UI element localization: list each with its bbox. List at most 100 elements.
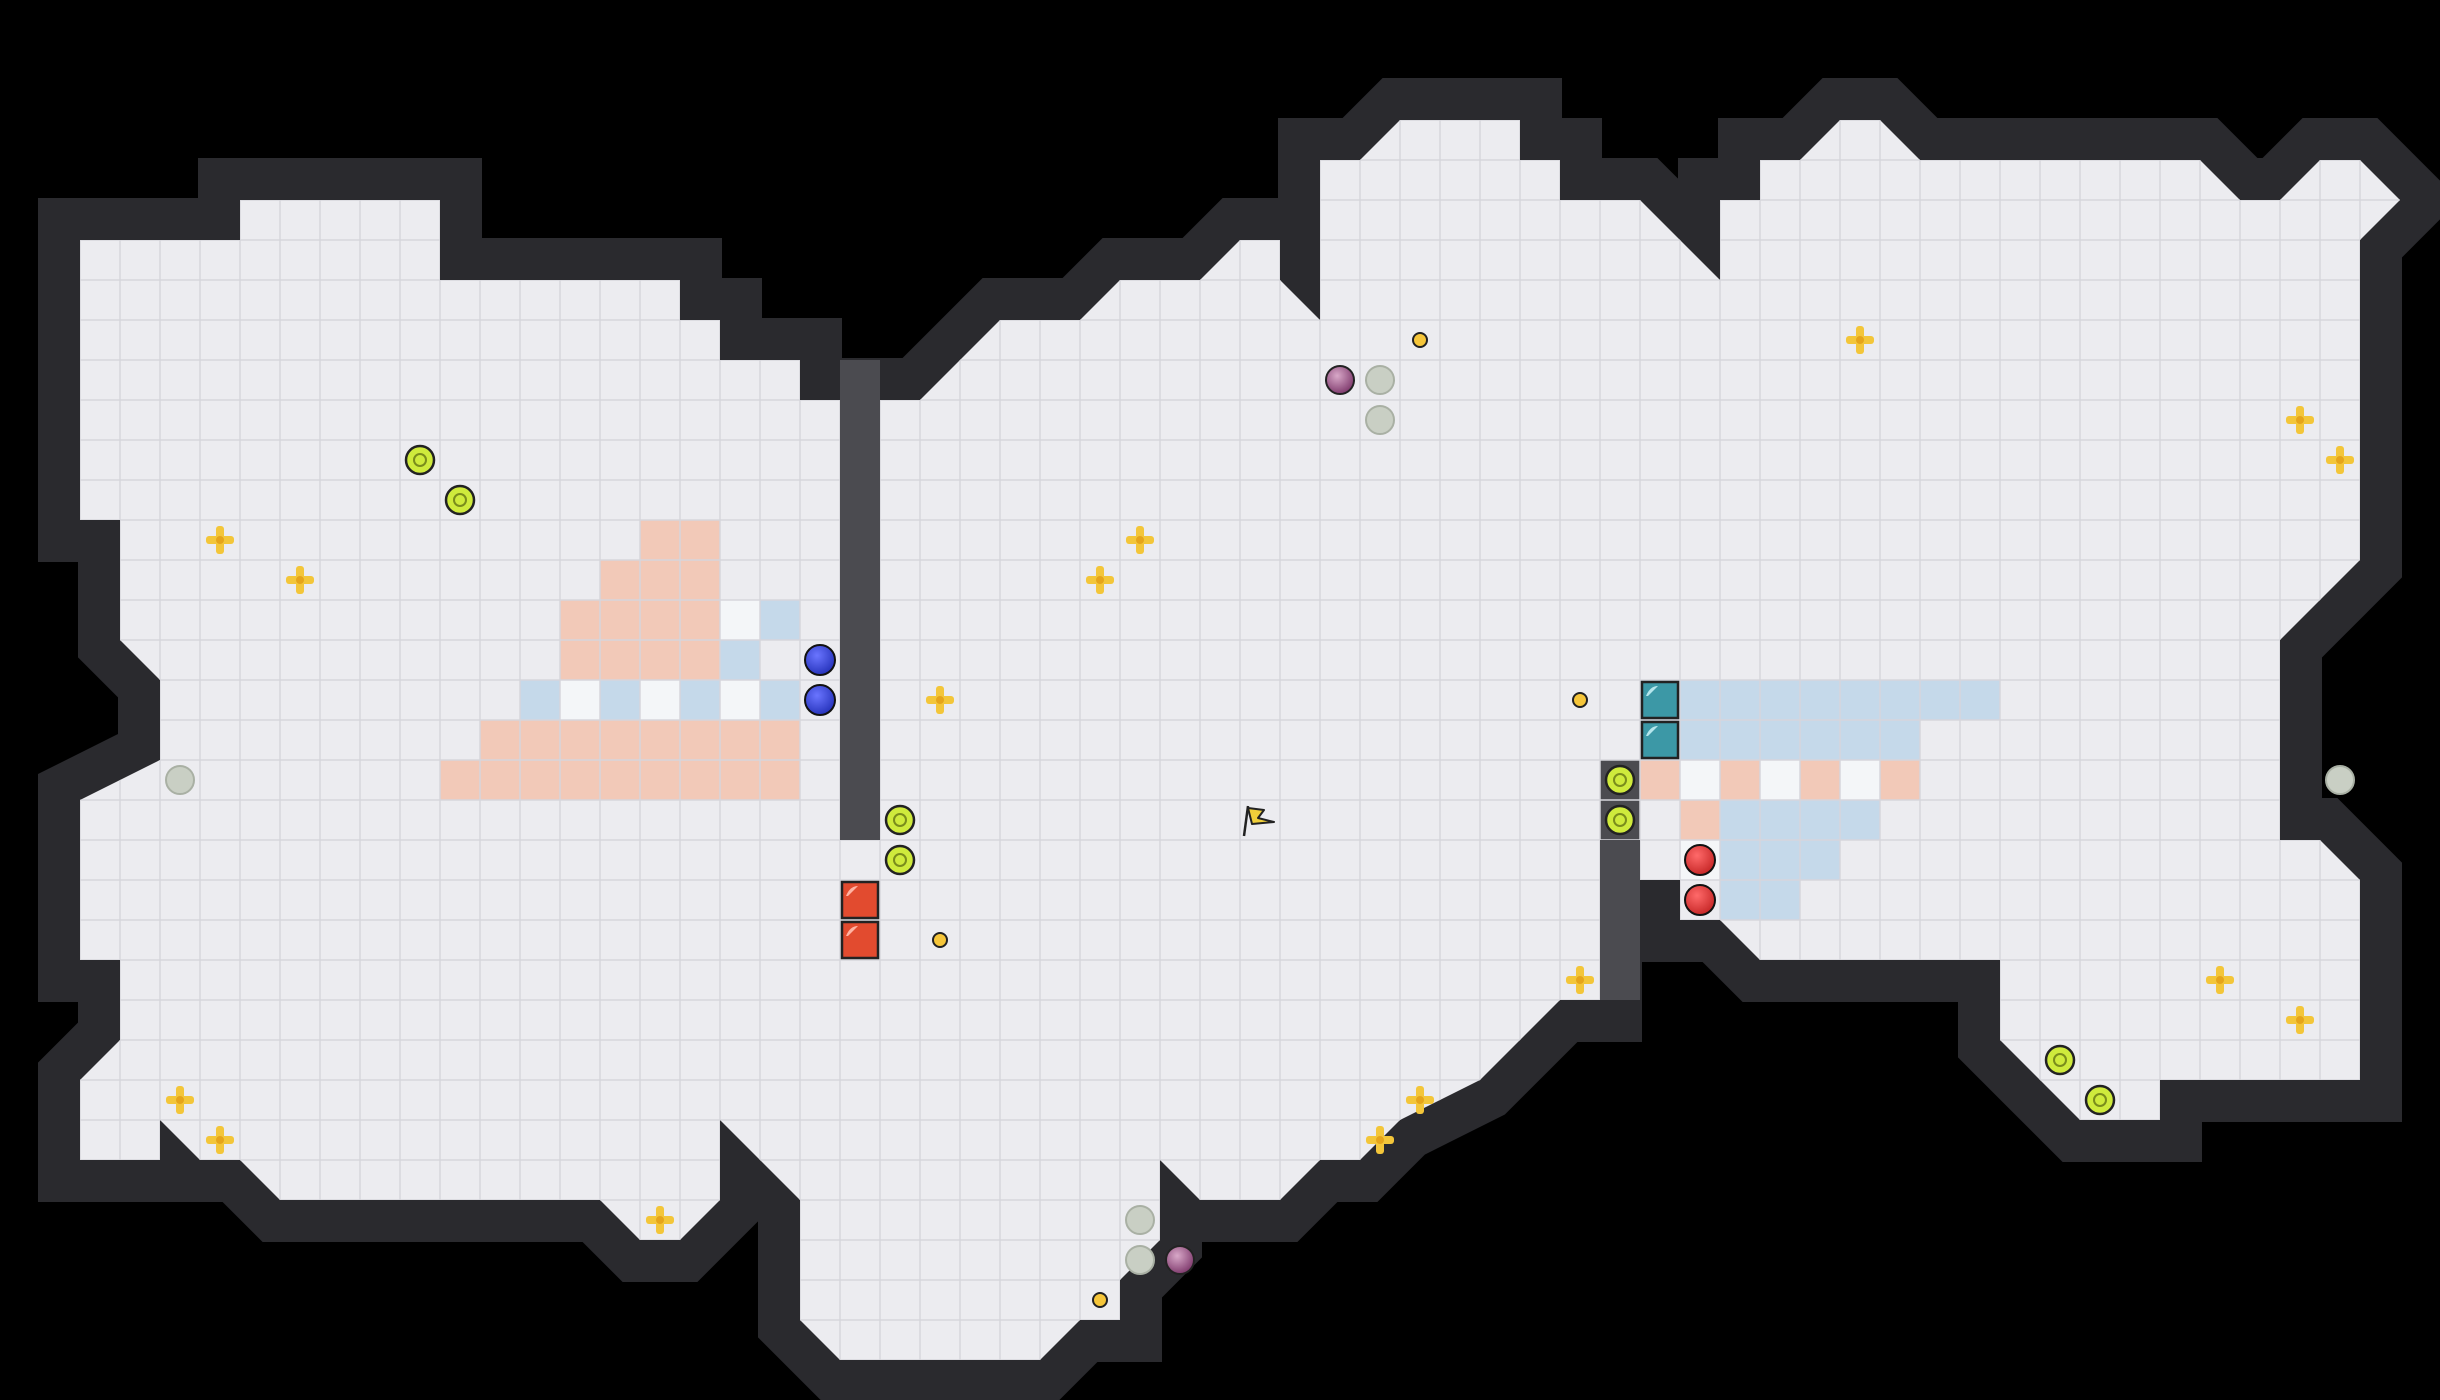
- red-team-zone-checker: [1840, 760, 1880, 800]
- blue-team-zone-tile: [1800, 800, 1840, 840]
- token-icon: [1092, 1292, 1108, 1308]
- blue-gate-block: [1640, 720, 1680, 760]
- red-team-zone-tile: [640, 640, 680, 680]
- blue-team-zone-tile: [1760, 880, 1800, 920]
- red-team-zone-tile: [680, 520, 720, 560]
- blue-team-zone-tile: [1920, 680, 1960, 720]
- red-team-zone-tile: [600, 560, 640, 600]
- powerup-icon: [2084, 1084, 2116, 1116]
- blue-gate-block: [1640, 680, 1680, 720]
- red-team-zone-tile: [600, 760, 640, 800]
- blue-team-zone-tile: [1760, 720, 1800, 760]
- powerup-icon: [884, 804, 916, 836]
- blue-team-zone-tile: [1760, 840, 1800, 880]
- powerup-icon: [444, 484, 476, 516]
- red-team-zone-checker: [1680, 760, 1720, 800]
- boost-pad-icon: [206, 526, 234, 554]
- blue-team-zone-tile: [1720, 680, 1760, 720]
- red-team-zone-tile: [720, 760, 760, 800]
- blue-team-zone-tile: [1680, 720, 1720, 760]
- powerup-icon: [404, 444, 436, 476]
- blue-team-zone-tile: [1720, 880, 1760, 920]
- red-team-zone-tile: [640, 560, 680, 600]
- blue-team-zone-tile: [1800, 840, 1840, 880]
- blue-team-zone-checker: [720, 640, 760, 680]
- red-team-zone-tile: [640, 520, 680, 560]
- blue-team-zone-tile: [1840, 720, 1880, 760]
- boost-pad-icon: [1126, 526, 1154, 554]
- boost-pad-icon: [2326, 446, 2354, 474]
- inactive-bomb-icon: [1125, 1205, 1155, 1235]
- red-team-zone-tile: [520, 760, 560, 800]
- blue-team-zone-tile: [1760, 800, 1800, 840]
- blue-team-zone-tile: [1960, 680, 2000, 720]
- inactive-bomb-icon: [165, 765, 195, 795]
- blue-team-zone-checker: [600, 680, 640, 720]
- red-team-zone-tile: [720, 720, 760, 760]
- red-team-zone-tile: [600, 640, 640, 680]
- boost-pad-icon: [646, 1206, 674, 1234]
- blue-team-zone-tile: [1800, 680, 1840, 720]
- token-icon: [1572, 692, 1588, 708]
- team-zone-layer: [440, 520, 2000, 920]
- boost-pad-icon: [1366, 1126, 1394, 1154]
- blue-team-zone-checker: [760, 600, 800, 640]
- red-team-zone-checker: [1800, 760, 1840, 800]
- center-left-pillar: [840, 360, 880, 840]
- red-team-zone-tile: [680, 600, 720, 640]
- blue-team-zone-tile: [1720, 720, 1760, 760]
- blue-team-zone-checker: [560, 680, 600, 720]
- blue-team-zone-tile: [1720, 800, 1760, 840]
- blue-team-zone-checker: [640, 680, 680, 720]
- red-team-zone-checker: [1760, 760, 1800, 800]
- red-team-zone-tile: [600, 720, 640, 760]
- boost-pad-icon: [1406, 1086, 1434, 1114]
- red-team-zone-tile: [560, 760, 600, 800]
- red-team-zone-checker: [1720, 760, 1760, 800]
- red-team-zone-tile: [680, 560, 720, 600]
- blue-team-zone-checker: [760, 680, 800, 720]
- red-gate-block: [840, 920, 880, 960]
- blue-team-zone-checker: [720, 600, 760, 640]
- powerup-icon: [884, 844, 916, 876]
- red-team-zone-tile: [640, 760, 680, 800]
- blue-team-zone-checker: [720, 680, 760, 720]
- red-ball-player: [1684, 844, 1716, 876]
- boost-pad-icon: [166, 1086, 194, 1114]
- boost-pad-icon: [1846, 326, 1874, 354]
- blue-team-zone-tile: [1880, 680, 1920, 720]
- token-icon: [932, 932, 948, 948]
- red-team-zone-tile: [640, 600, 680, 640]
- boost-pad-icon: [206, 1126, 234, 1154]
- entity-layer: [165, 326, 2355, 1308]
- blue-team-zone-tile: [1840, 800, 1880, 840]
- red-team-zone-tile: [480, 720, 520, 760]
- inactive-bomb-icon: [1365, 405, 1395, 435]
- boost-pad-icon: [2206, 966, 2234, 994]
- red-ball-player: [1684, 884, 1716, 916]
- red-team-zone-tile: [680, 760, 720, 800]
- center-right-pillar: [1600, 760, 1640, 1000]
- red-team-zone-tile: [600, 600, 640, 640]
- red-gate-block: [840, 880, 880, 920]
- red-team-zone-checker: [1640, 760, 1680, 800]
- powerup-icon: [1604, 804, 1636, 836]
- blue-ball-player: [804, 684, 836, 716]
- portal-icon: [1165, 1245, 1195, 1275]
- red-team-zone-tile: [440, 760, 480, 800]
- blue-team-zone-tile: [1880, 720, 1920, 760]
- blue-team-zone-checker: [680, 680, 720, 720]
- blue-team-zone-tile: [1680, 680, 1720, 720]
- inactive-bomb-icon: [2325, 765, 2355, 795]
- boost-pad-icon: [1086, 566, 1114, 594]
- neutral-flag-icon: [1242, 805, 1275, 837]
- blue-team-zone-tile: [1800, 720, 1840, 760]
- token-icon: [1412, 332, 1428, 348]
- boost-pad-icon: [2286, 1006, 2314, 1034]
- red-team-zone-tile: [560, 600, 600, 640]
- powerup-icon: [2044, 1044, 2076, 1076]
- red-team-zone-tile: [760, 760, 800, 800]
- red-team-zone-tile: [560, 640, 600, 680]
- blue-team-zone-tile: [1760, 680, 1800, 720]
